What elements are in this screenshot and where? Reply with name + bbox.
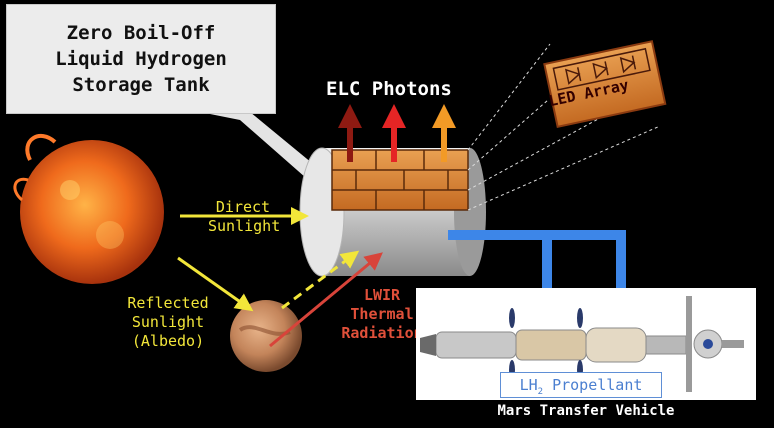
callout-line-3: Storage Tank [72, 74, 210, 96]
callout-line-2: Liquid Hydrogen [55, 48, 227, 70]
mars-transfer-vehicle-caption: Mars Transfer Vehicle [497, 403, 675, 419]
callout-pointer-arrow [200, 112, 335, 192]
vehicle-illustration [420, 296, 744, 392]
reflected-sunlight-label: Reflected Sunlight (Albedo) [108, 294, 228, 351]
photon-arrow-orange [432, 104, 456, 162]
zoom-lines [467, 43, 661, 211]
callout-line-1: Zero Boil-Off [66, 22, 216, 44]
lwir-arrow [269, 252, 383, 348]
reflected-line-2: Sunlight [131, 313, 205, 331]
lh2-subscript: 2 [537, 387, 544, 397]
lh2-prefix: LH [519, 376, 538, 394]
mars-icon [230, 300, 302, 372]
reflected-line-3: (Albedo) [131, 332, 205, 350]
mars-transfer-vehicle-panel [416, 288, 756, 400]
tank-title-callout: Zero Boil-Off Liquid Hydrogen Storage Ta… [6, 4, 276, 114]
direct-sunlight-line-1: Direct [215, 198, 271, 216]
photon-arrow-red [382, 104, 406, 162]
sun-to-mars-arrow [177, 256, 254, 312]
sun-icon [13, 134, 164, 284]
direct-sunlight-line-2: Sunlight [208, 217, 281, 235]
photon-arrow-dark-red [338, 104, 362, 162]
lwir-label: LWIR Thermal Radiation [336, 286, 428, 343]
direct-sunlight-label: Direct Sunlight [208, 198, 281, 236]
lh2-suffix: Propellant [543, 376, 643, 394]
reflected-line-1: Reflected [127, 294, 209, 312]
lwir-line-1: LWIR [363, 286, 401, 304]
lwir-line-2: Thermal [350, 305, 414, 323]
lwir-line-3: Radiation [341, 324, 423, 342]
elc-photons-label: ELC Photons [326, 78, 452, 100]
led-array-inset [543, 40, 667, 128]
lh2-propellant-label: LH2 Propellant [500, 372, 662, 398]
